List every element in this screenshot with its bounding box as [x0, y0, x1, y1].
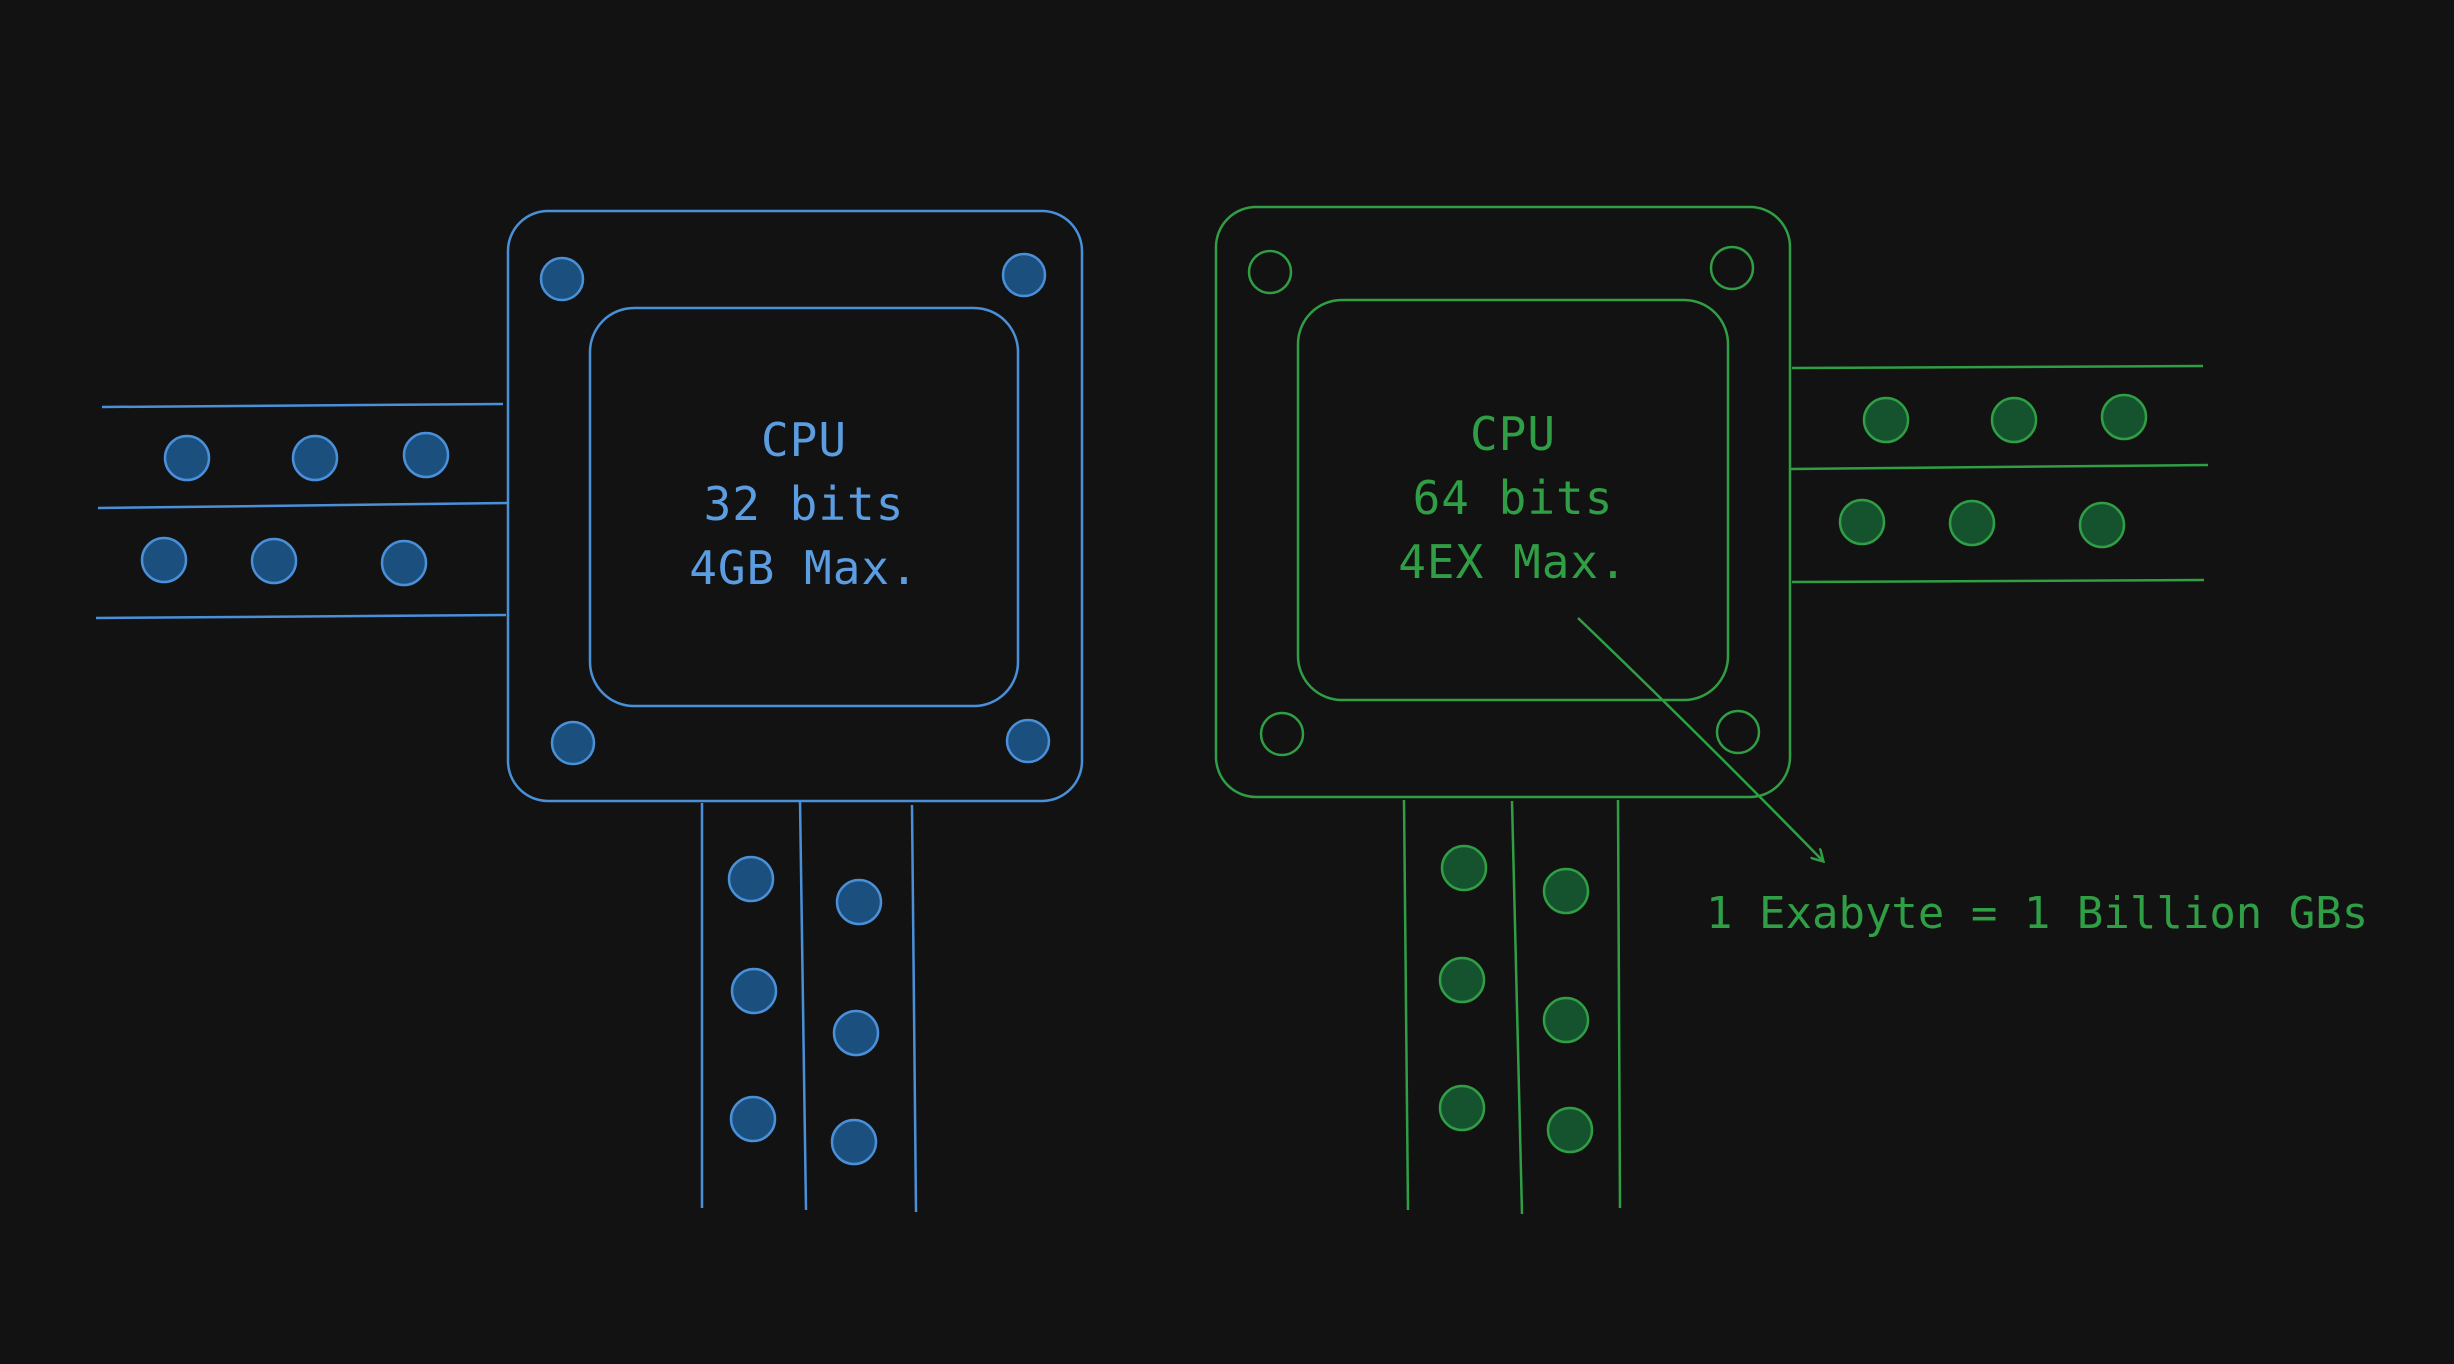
bus-pin — [830, 1118, 878, 1166]
cpu-32-label: CPU 32 bits 4GB Max. — [590, 408, 1018, 600]
bus-pin — [1546, 1106, 1594, 1154]
mounting-hole — [550, 720, 596, 766]
mounting-hole — [1259, 711, 1305, 757]
exabyte-annotation: 1 Exabyte = 1 Billion GBs — [1706, 888, 2369, 939]
mounting-hole — [1715, 709, 1761, 755]
bus-pin — [140, 536, 188, 584]
cpu-32-bits: 32 bits — [703, 477, 905, 531]
bus-pin — [1438, 956, 1486, 1004]
cpu-64-title: CPU — [1469, 407, 1557, 461]
cpu-64-bottom-bus — [1402, 799, 1622, 1215]
bus-pin — [730, 967, 778, 1015]
cpu-32-bottom-bus — [700, 799, 918, 1213]
cpu-32-die — [588, 306, 1020, 708]
mounting-hole — [1005, 718, 1051, 764]
cpu-64-right-bus — [1789, 364, 2209, 584]
cpu-64-right-bus-pins — [1838, 393, 2148, 549]
cpu-32-max-memory: 4GB Max. — [689, 541, 919, 595]
bus-pin — [163, 434, 211, 482]
mounting-hole — [1709, 245, 1755, 291]
bus-pin — [2078, 501, 2126, 549]
bus-pin — [250, 537, 298, 585]
bus-pin — [380, 539, 428, 587]
bus-pin — [2100, 393, 2148, 441]
cpu-32-diagram — [95, 209, 1084, 1213]
bus-pin — [1948, 499, 1996, 547]
bus-pin — [1542, 996, 1590, 1044]
cpu-64-die — [1296, 298, 1730, 702]
bus-pin — [835, 878, 883, 926]
bus-pin — [1438, 1084, 1486, 1132]
bus-pin — [727, 855, 775, 903]
bus-pin — [1862, 396, 1910, 444]
cpu-64-diagram — [1214, 205, 2209, 1215]
cpu-32-left-bus — [95, 402, 509, 620]
bus-pin — [402, 431, 450, 479]
bus-pin — [1838, 498, 1886, 546]
cpu-32-bottom-bus-pins — [727, 855, 883, 1166]
bus-pin — [1440, 844, 1488, 892]
bus-pin — [291, 434, 339, 482]
cpu-32-title: CPU — [760, 413, 848, 467]
cpu-64-label: CPU 64 bits 4EX Max. — [1298, 402, 1728, 594]
cpu-64-max-memory: 4EX Max. — [1398, 535, 1628, 589]
mounting-hole — [1001, 252, 1047, 298]
bus-pin — [1542, 867, 1590, 915]
mounting-hole — [1247, 249, 1293, 295]
cpu-32-left-bus-pins — [140, 431, 450, 587]
cpu-64-bits: 64 bits — [1412, 471, 1614, 525]
cpu-64-bottom-bus-pins — [1438, 844, 1594, 1154]
annotation-arrow — [1577, 617, 1822, 860]
cpu-32-mounting-holes — [539, 252, 1051, 766]
bus-pin — [832, 1009, 880, 1057]
cpu-64-mounting-holes — [1247, 245, 1761, 757]
bus-pin — [1990, 396, 2038, 444]
mounting-hole — [539, 256, 585, 302]
bus-pin — [729, 1095, 777, 1143]
